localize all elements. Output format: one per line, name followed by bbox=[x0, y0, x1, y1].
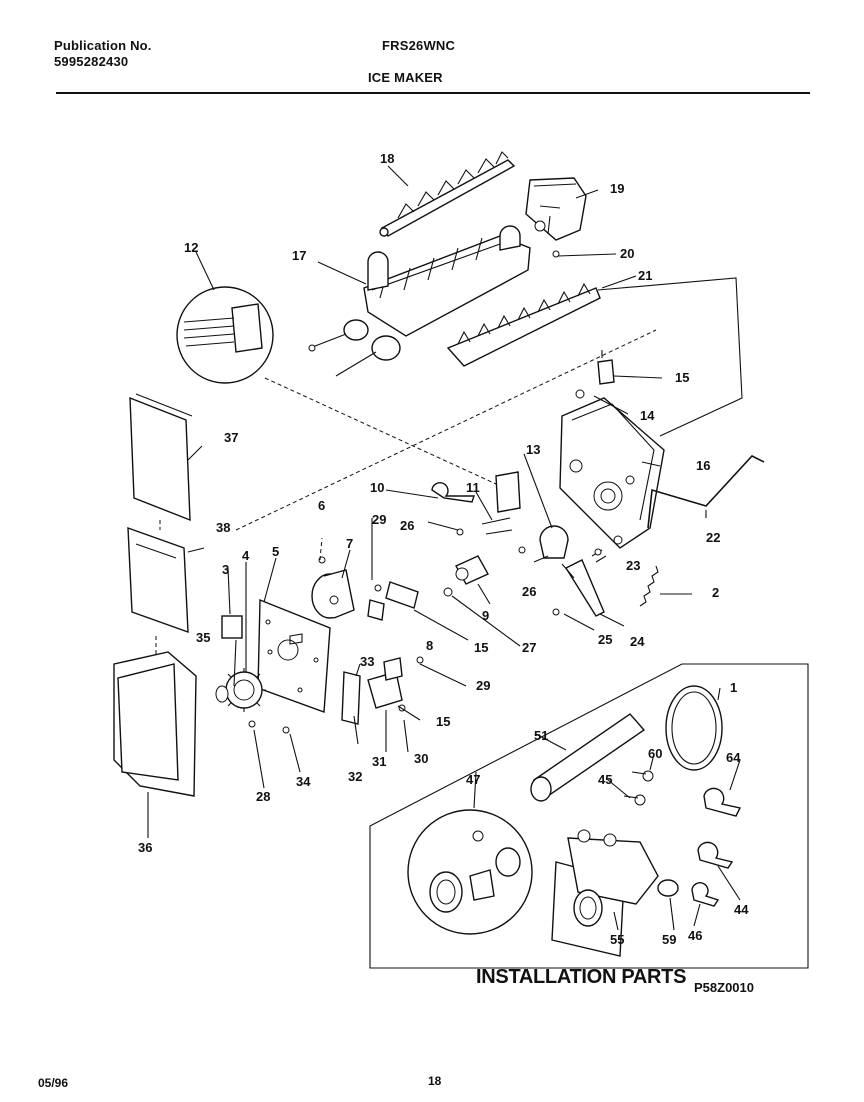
part-screw-45 bbox=[623, 794, 646, 806]
callout-28: 28 bbox=[256, 789, 270, 804]
callout-34: 34 bbox=[296, 774, 311, 789]
callout-17: 17 bbox=[292, 248, 306, 263]
callout-29a: 29 bbox=[372, 512, 386, 527]
part-spring bbox=[639, 565, 659, 607]
callout-22: 22 bbox=[706, 530, 720, 545]
callout-38: 38 bbox=[216, 520, 230, 535]
callout-1: 1 bbox=[730, 680, 737, 695]
callout-30: 30 bbox=[414, 751, 428, 766]
part-switch-upper bbox=[367, 581, 419, 621]
callout-7: 7 bbox=[346, 536, 353, 551]
part-mold-cover bbox=[525, 177, 587, 241]
part-fill-cup bbox=[533, 525, 569, 563]
model-number: FRS26WNC bbox=[382, 38, 456, 53]
part-front-cover bbox=[113, 651, 197, 797]
screws bbox=[248, 250, 602, 734]
callout-21: 21 bbox=[638, 268, 652, 283]
callout-44: 44 bbox=[734, 902, 749, 917]
part-clamp-large bbox=[703, 787, 742, 817]
callout-26a: 26 bbox=[400, 518, 414, 533]
part-fill-tube bbox=[530, 713, 646, 802]
footer-date: 05/96 bbox=[38, 1076, 69, 1090]
callout-29b: 29 bbox=[476, 678, 490, 693]
callout-9: 9 bbox=[482, 608, 489, 623]
callout-32: 32 bbox=[348, 769, 362, 784]
drawing-code: P58Z0010 bbox=[694, 980, 754, 995]
part-clamp-small bbox=[691, 882, 720, 907]
callout-18: 18 bbox=[380, 151, 394, 166]
installation-parts-panel bbox=[369, 663, 809, 969]
callout-23: 23 bbox=[626, 558, 640, 573]
part-thermostat bbox=[455, 555, 489, 585]
callout-15b: 15 bbox=[474, 640, 488, 655]
callout-36: 36 bbox=[138, 840, 152, 855]
callout-16: 16 bbox=[696, 458, 710, 473]
part-label bbox=[221, 615, 243, 639]
part-gasket bbox=[127, 526, 189, 634]
part-switch-lower bbox=[341, 657, 403, 725]
callout-8: 8 bbox=[426, 638, 433, 653]
part-clip-upper bbox=[575, 350, 615, 399]
callout-24: 24 bbox=[630, 634, 645, 649]
callout-55: 55 bbox=[610, 932, 624, 947]
part-tubing-ring bbox=[665, 685, 723, 771]
callout-12: 12 bbox=[184, 240, 198, 255]
part-lever bbox=[431, 482, 475, 503]
callout-51: 51 bbox=[534, 728, 548, 743]
callout-20: 20 bbox=[620, 246, 634, 261]
part-mounting-plate bbox=[257, 598, 331, 713]
installation-parts-label: INSTALLATION PARTS bbox=[476, 966, 687, 988]
callout-64: 64 bbox=[726, 750, 741, 765]
callout-4: 4 bbox=[242, 548, 250, 563]
part-screw-60 bbox=[631, 770, 654, 782]
part-timing-gear bbox=[215, 668, 266, 712]
footer-page-number: 18 bbox=[428, 1074, 442, 1088]
section-title: ICE MAKER bbox=[368, 70, 443, 85]
callout-3: 3 bbox=[222, 562, 229, 577]
part-motor bbox=[311, 569, 355, 619]
callout-35: 35 bbox=[196, 630, 210, 645]
header-rule bbox=[56, 92, 810, 94]
callout-47: 47 bbox=[466, 772, 480, 787]
part-housing bbox=[559, 397, 665, 549]
part-clamp bbox=[697, 841, 734, 869]
callout-45: 45 bbox=[598, 772, 612, 787]
callout-60: 60 bbox=[648, 746, 662, 761]
callout-13: 13 bbox=[526, 442, 540, 457]
callout-6: 6 bbox=[318, 498, 325, 513]
callout-11: 11 bbox=[466, 480, 480, 495]
part-shutoff-arm bbox=[647, 455, 765, 529]
callout-33: 33 bbox=[360, 654, 374, 669]
part-stripper bbox=[446, 282, 601, 367]
callout-5: 5 bbox=[272, 544, 279, 559]
callout-27: 27 bbox=[522, 640, 536, 655]
part-ejector-blade bbox=[379, 151, 516, 237]
part-water-valve bbox=[551, 829, 659, 957]
callout-46: 46 bbox=[688, 928, 702, 943]
part-valve-detail bbox=[407, 809, 533, 935]
callout-37: 37 bbox=[224, 430, 238, 445]
callout-26b: 26 bbox=[522, 584, 536, 599]
part-linkage bbox=[564, 549, 607, 617]
publication-number: 5995282430 bbox=[54, 54, 129, 69]
callout-19: 19 bbox=[610, 181, 624, 196]
part-cover-panel bbox=[129, 393, 193, 522]
callout-15c: 15 bbox=[436, 714, 450, 729]
callout-14: 14 bbox=[640, 408, 655, 423]
part-grommet bbox=[657, 879, 679, 897]
callout-31: 31 bbox=[372, 754, 386, 769]
part-connector bbox=[481, 471, 521, 535]
part-harness-detail bbox=[176, 286, 274, 384]
callout-10: 10 bbox=[370, 480, 384, 495]
callout-15a: 15 bbox=[675, 370, 689, 385]
callout-25: 25 bbox=[598, 632, 612, 647]
callout-59: 59 bbox=[662, 932, 676, 947]
publication-label: Publication No. bbox=[54, 38, 152, 53]
part-ice-mold bbox=[308, 225, 531, 377]
callout-2: 2 bbox=[712, 585, 719, 600]
